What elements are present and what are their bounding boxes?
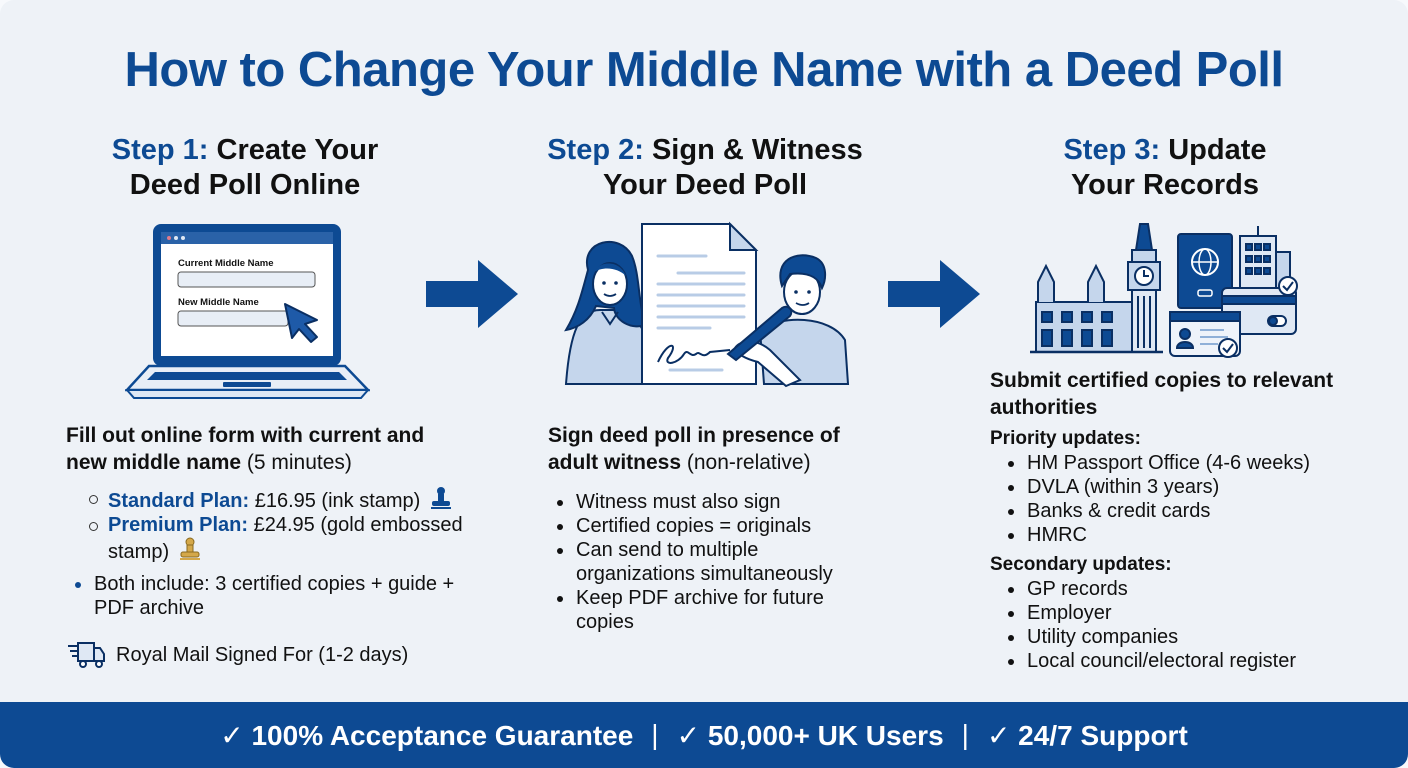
guarantee-badge: ✓ 100% Acceptance Guarantee <box>220 719 634 751</box>
delivery-text: Royal Mail Signed For (1-2 days) <box>116 643 409 666</box>
arrow-right-icon <box>426 260 520 333</box>
secondary-list: GP records Employer Utility companies Lo… <box>990 577 1340 673</box>
svg-text:Current Middle Name: Current Middle Name <box>178 258 274 269</box>
list-item: Banks & credit cards <box>1008 499 1340 523</box>
list-item: DVLA (within 3 years) <box>1008 475 1340 499</box>
step-3-title: Step 3: Update Your Records <box>1000 133 1330 203</box>
delivery-info: Royal Mail Signed For (1-2 days) <box>66 640 408 670</box>
step-2-title-line1: Sign & Witness <box>651 134 863 166</box>
priority-list: HM Passport Office (4-6 weeks) DVLA (wit… <box>990 451 1340 547</box>
signing-illustration <box>560 220 850 388</box>
step-2-details: Sign deed poll in presence of adult witn… <box>548 422 878 634</box>
list-item: HM Passport Office (4-6 weeks) <box>1008 451 1340 475</box>
list-item: Certified copies = originals <box>557 514 878 538</box>
users-badge: ✓ 50,000+ UK Users <box>676 719 944 751</box>
secondary-heading: Secondary updates: <box>990 554 1172 575</box>
step-3-label: Step 3: <box>1063 134 1161 166</box>
list-item: Keep PDF archive for future copies <box>557 586 878 634</box>
trust-banner: ✓ 100% Acceptance Guarantee | ✓ 50,000+ … <box>0 702 1408 768</box>
plans-list: Standard Plan: £16.95 (ink stamp) Premiu… <box>66 486 466 564</box>
blue-stamp-icon <box>430 487 451 509</box>
page-title: How to Change Your Middle Name with a De… <box>124 43 1284 97</box>
arrow-right-icon <box>888 260 982 333</box>
gold-stamp-icon <box>179 537 200 560</box>
step-2-label: Step 2: <box>547 134 644 166</box>
plan-premium: Premium Plan: £24.95 (gold embossed stam… <box>89 513 466 564</box>
step-3-details: Submit certified copies to relevant auth… <box>990 367 1340 673</box>
list-item: Can send to multiple organizations simul… <box>557 538 878 586</box>
list-item: Utility companies <box>1008 625 1340 649</box>
parliament-icon <box>1035 263 1133 353</box>
priority-heading: Priority updates: <box>990 428 1141 449</box>
big-ben-icon <box>1127 223 1161 353</box>
step-1-title-line2: Deed Poll Online <box>129 169 361 201</box>
laptop-illustration: Current Middle Name New Middle Name <box>124 222 371 400</box>
step-2-bullets: Witness must also sign Certified copies … <box>548 490 878 634</box>
list-item: Witness must also sign <box>557 490 878 514</box>
support-badge: ✓ 24/7 Support <box>986 719 1188 751</box>
list-item: Employer <box>1008 601 1340 625</box>
step-1-lead: Fill out online form with current and ne… <box>66 424 425 474</box>
list-item: HMRC <box>1008 523 1340 547</box>
includes-list: Both include: 3 certified copies + guide… <box>66 572 466 620</box>
authorities-illustration <box>1028 222 1303 362</box>
svg-text:New Middle Name: New Middle Name <box>178 297 259 308</box>
list-item: Local council/electoral register <box>1008 649 1340 673</box>
plan-standard: Standard Plan: £16.95 (ink stamp) <box>89 486 466 513</box>
step-1-title: Step 1: Create Your Deed Poll Online <box>80 133 410 203</box>
step-2-lead: Sign deed poll in presence of adult witn… <box>548 424 840 474</box>
delivery-truck-icon <box>68 642 105 668</box>
step-2-title-line2: Your Deed Poll <box>602 169 808 201</box>
step-1-details: Fill out online form with current and ne… <box>66 422 466 620</box>
step-1-label: Step 1: <box>111 134 209 166</box>
step-3-title-line1: Update <box>1168 134 1267 166</box>
step-3-title-line2: Your Records <box>1070 169 1259 201</box>
step-3-lead: Submit certified copies to relevant auth… <box>990 369 1334 419</box>
step-1-title-line1: Create Your <box>216 134 379 166</box>
passport-icon <box>1177 233 1233 309</box>
list-item: GP records <box>1008 577 1340 601</box>
includes-item: Both include: 3 certified copies + guide… <box>75 572 466 620</box>
step-2-title: Step 2: Sign & Witness Your Deed Poll <box>520 133 890 203</box>
